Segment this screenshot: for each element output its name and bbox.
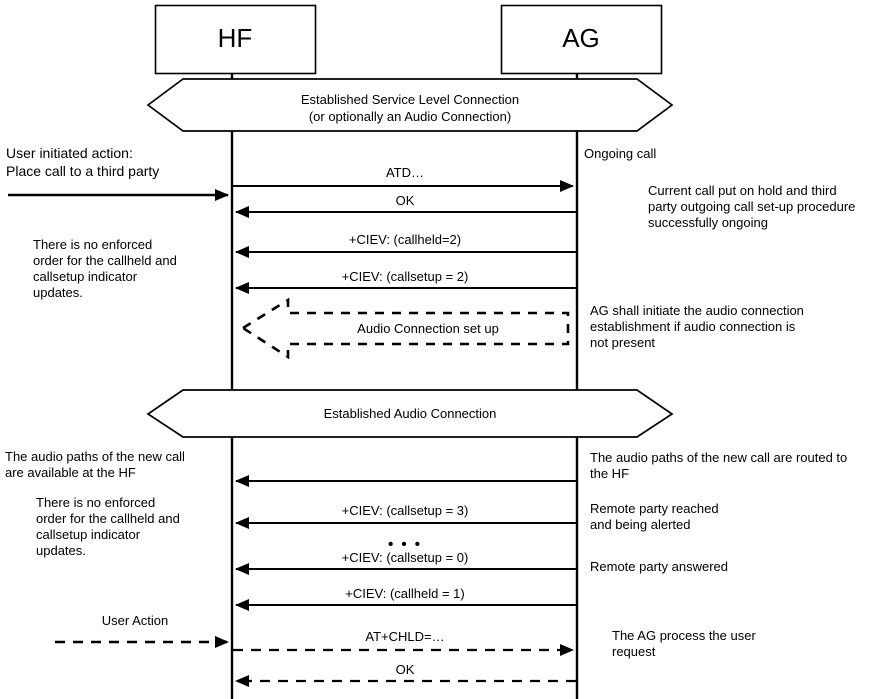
message-label-ok-1: OK [395,193,415,208]
note-remote-party-answered: Remote party answered [590,559,729,574]
message-ellipsis: • • • [387,536,423,553]
message-label-ciev-callheld-1: +CIEV: (callheld = 1) [345,586,465,601]
note-no-enforced-order-1: There is no enforced order for the callh… [33,237,177,300]
lifeline-label-hf: HF [217,23,253,53]
lifeline-box-hf [154,4,317,75]
message-label-atd: ATD… [385,165,425,180]
note-user-action: User Action [101,613,169,628]
block-arrow-audio-connection-setup [240,297,570,360]
note-current-call-hold: Current call put on hold and third party… [648,183,856,230]
band-audio-connection [146,389,674,438]
band-service-level-connection [146,78,674,132]
message-label-ciev-callsetup-0: +CIEV: (callsetup = 0) [341,550,469,565]
message-label-ciev-callsetup-2: +CIEV: (callsetup = 2) [341,269,469,284]
band-label-service-level-connection-line2: (or optionally an Audio Connection) [308,109,512,124]
lifeline-label-ag: AG [562,23,600,53]
message-label-ciev-callheld-2: +CIEV: (callheld=2) [348,232,462,247]
note-ag-initiate-audio: AG shall initiate the audio connection e… [590,303,804,350]
note-audio-paths-available: The audio paths of the new call are avai… [5,449,185,480]
band-label-audio-connection: Established Audio Connection [323,406,497,421]
note-user-initiated-action: User initiated action: Place call to a t… [6,145,160,179]
note-no-enforced-order-2: There is no enforced order for the callh… [36,495,180,558]
band-label-service-level-connection-line1: Established Service Level Connection [300,92,520,107]
message-label-ok-2: OK [395,662,415,677]
note-ag-process-request: The AG process the user request [612,628,756,659]
note-ongoing-call: Ongoing call [584,146,657,161]
message-label-ciev-callsetup-3: +CIEV: (callsetup = 3) [341,503,469,518]
note-audio-paths-routed: The audio paths of the new call are rout… [590,450,848,481]
lifeline-box-ag [500,4,663,75]
message-label-audio-connection-setup: Audio Connection set up [357,321,499,336]
message-label-at-chld: AT+CHLD=… [365,629,445,644]
note-remote-party-alerted: Remote party reached and being alerted [590,501,719,532]
